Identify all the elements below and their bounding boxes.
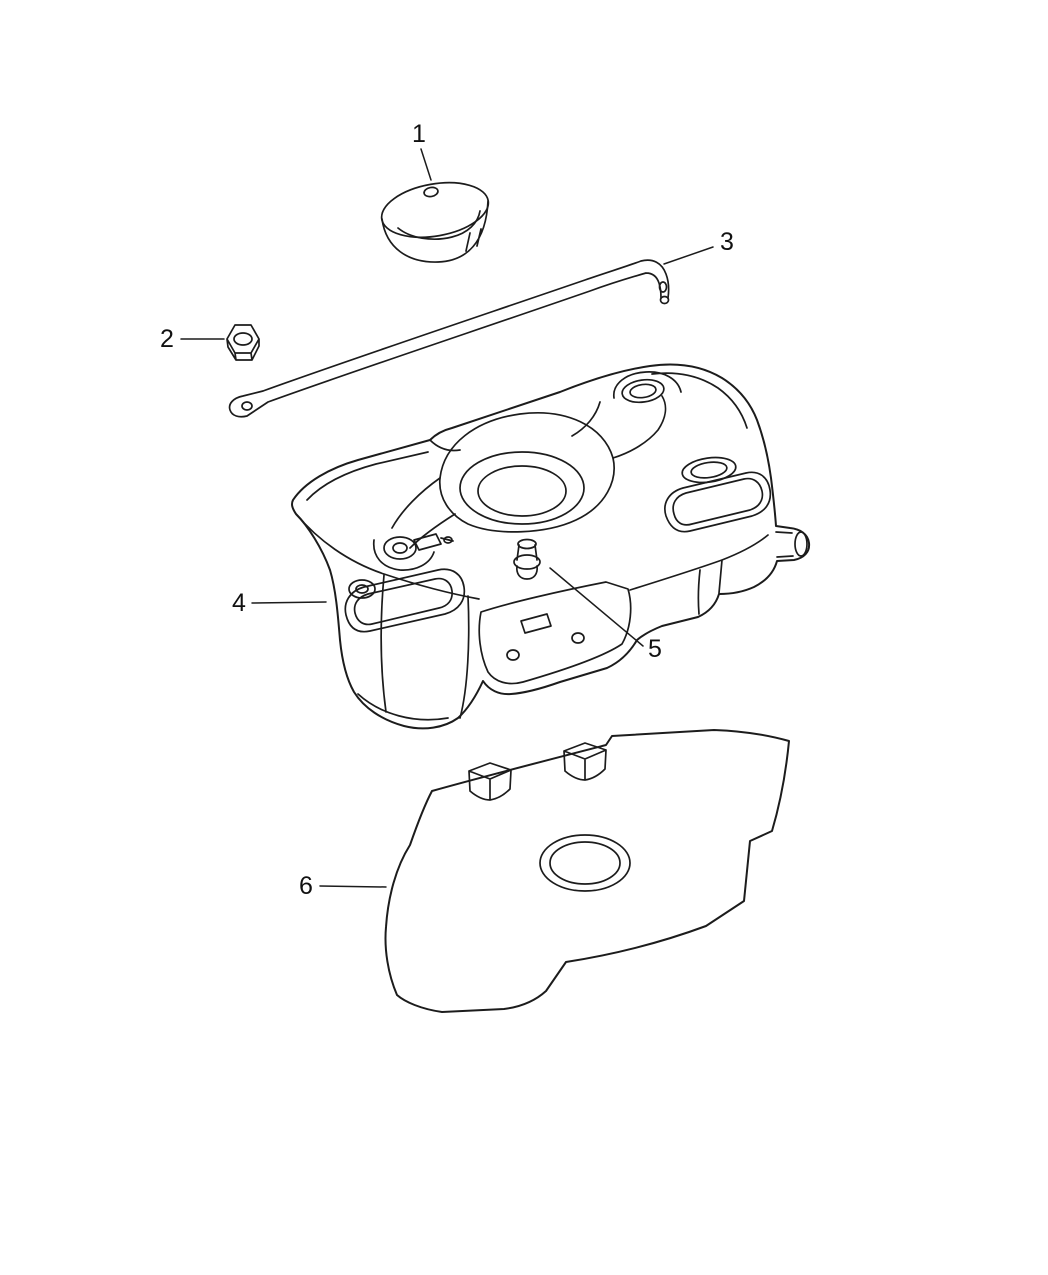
tank-grommet-inner [355, 584, 369, 594]
cap-vent-hole [423, 186, 439, 198]
callout-labels: 1 2 3 4 5 6 [160, 120, 734, 900]
callout-number-3: 3 [720, 228, 734, 256]
pump-opening-inner-ring [477, 465, 567, 517]
tank-spout-end [794, 531, 808, 557]
filler-neck-outer [621, 378, 665, 404]
strap-foot-hole [241, 401, 253, 411]
nut-bore [233, 332, 253, 346]
valve-body-lines [516, 544, 538, 580]
front-plate-hole-left [506, 649, 520, 661]
tank-grommet-outer [348, 579, 376, 599]
part-5-valve [513, 538, 541, 580]
tank-contour-creases [391, 395, 667, 549]
cap-skirt-and-lip [381, 200, 489, 263]
filler-neck-collar [613, 371, 682, 399]
cap-top-ellipse [380, 181, 490, 239]
filler-neck-inner [629, 383, 657, 399]
tank-front-plate [478, 581, 632, 685]
valve-cap [517, 538, 537, 550]
callout-number-6: 6 [299, 872, 313, 900]
strap-band [228, 259, 670, 418]
tank-outline [291, 363, 811, 730]
part-6-heat-shield [384, 729, 790, 1013]
pump-module-fitting [443, 536, 453, 544]
strap-hook-end [659, 295, 670, 305]
shield-oval-outer [539, 834, 631, 892]
pump-module-port [392, 542, 408, 554]
callout-number-2: 2 [160, 325, 174, 353]
shield-outline [384, 729, 790, 1013]
callout-number-4: 4 [232, 589, 246, 617]
leader-lines [180, 148, 714, 888]
pump-module-boss [372, 533, 454, 571]
tank-spout-lines [775, 531, 794, 558]
part-2-nut [226, 324, 260, 361]
tank-right-pocket [664, 471, 772, 533]
tank-right-oval-inner [690, 461, 728, 479]
tank-top-rim-lines [306, 372, 748, 501]
callout-number-5: 5 [648, 635, 662, 663]
pump-module-ring [383, 536, 417, 560]
part-1-fuel-cap [380, 181, 490, 263]
shield-mount-tabs [468, 742, 607, 801]
pump-opening-outer-ring [459, 451, 585, 525]
nut-hex-body [226, 324, 260, 361]
tank-left-pocket [344, 568, 466, 633]
part-3-strap [228, 259, 670, 418]
tank-pump-plateau [439, 412, 615, 533]
strap-hook-hole [658, 281, 668, 293]
tank-waistline-and-creases [295, 513, 769, 721]
part-4-fuel-tank [291, 363, 811, 730]
callout-number-1: 1 [412, 120, 426, 148]
shield-oval-inner [549, 841, 621, 885]
valve-flange [513, 554, 541, 570]
front-plate-hole-right [571, 632, 585, 644]
diagram-linework [180, 148, 811, 1013]
